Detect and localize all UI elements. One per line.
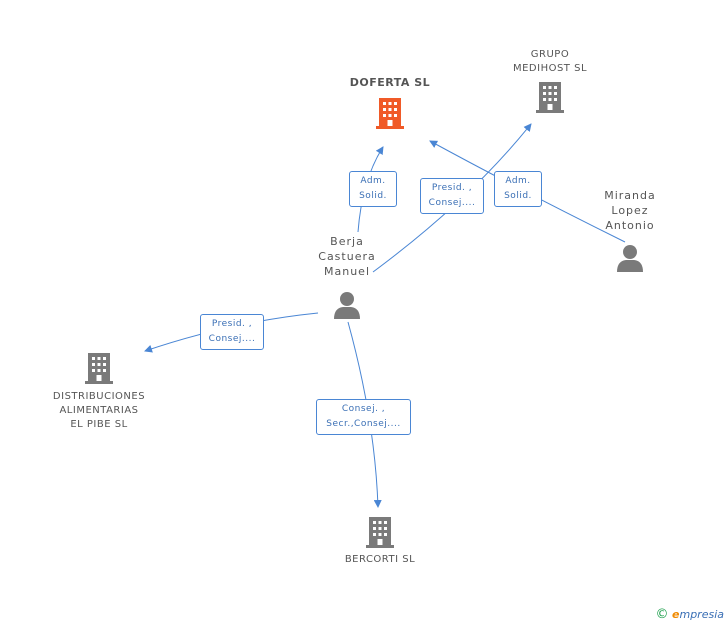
edge-label-berja-bercorti[interactable]: Consej. , Secr.,Consej.... [316,399,411,435]
building-icon [85,353,113,384]
brand-initial: e [672,608,680,621]
person-icon [617,245,643,272]
node-doferta[interactable]: DOFERTA SL [340,76,440,130]
node-distribuciones-label: DISTRIBUCIONES ALIMENTARIAS EL PIBE SL [52,391,146,430]
building-icon [376,98,404,129]
node-miranda-label: Miranda Lopez Antonio [604,189,656,232]
building-icon [366,517,394,548]
brand-name: mpresia [679,608,724,621]
node-bercorti-label: BERCORTI SL [344,554,416,565]
node-berja-label: Berja Castuera Manuel [318,235,376,278]
empresia-logo: © empresia [656,607,724,622]
node-miranda[interactable]: Miranda Lopez Antonio [590,188,670,273]
edge-label-miranda-doferta[interactable]: Adm. Solid. [494,171,542,207]
node-bercorti[interactable]: BERCORTI SL [330,515,430,567]
person-icon [334,292,360,319]
edge-label-berja-distribuciones[interactable]: Presid. , Consej.... [200,314,264,350]
node-doferta-label: DOFERTA SL [349,76,431,89]
node-grupo-medihost[interactable]: GRUPO MEDIHOST SL [495,48,605,114]
node-distribuciones[interactable]: DISTRIBUCIONES ALIMENTARIAS EL PIBE SL [44,351,154,432]
node-berja[interactable]: Berja Castuera Manuel [302,234,392,320]
edge-label-berja-grupo[interactable]: Presid. , Consej.... [420,178,484,214]
copyright-icon: © [655,607,669,622]
building-icon [536,82,564,113]
edge-label-berja-doferta[interactable]: Adm. Solid. [349,171,397,207]
node-grupo-medihost-label: GRUPO MEDIHOST SL [512,49,588,74]
